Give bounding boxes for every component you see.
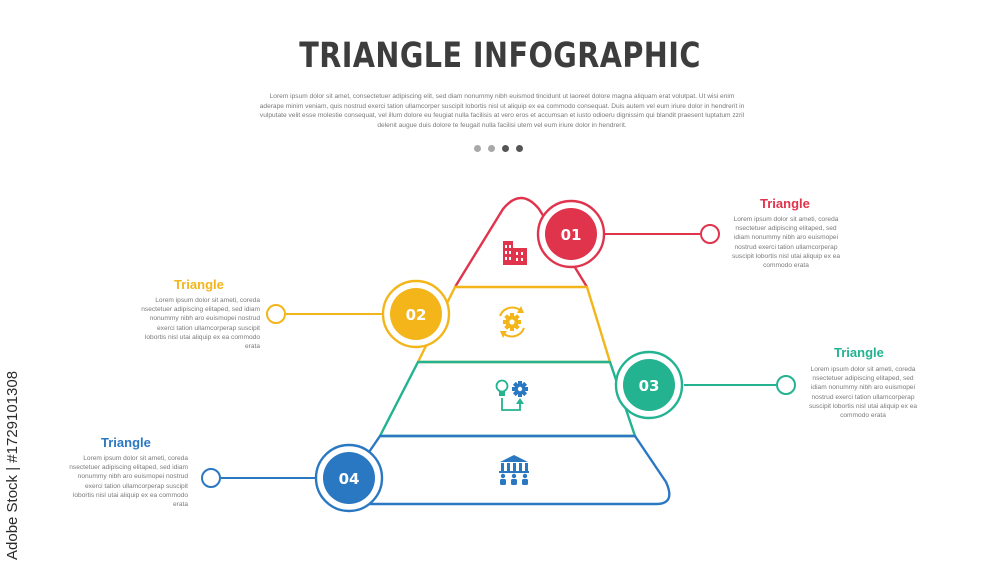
step-badge-4[interactable]: 04 [314,443,384,513]
connector-end-3 [776,375,796,395]
triangle-level-4 [341,434,671,506]
connector-end-4 [201,468,221,488]
step-number-2: 02 [406,306,427,324]
pagination-dot-3[interactable] [502,145,509,152]
connector-end-1 [700,224,720,244]
step-number-1: 01 [561,226,582,244]
institution-people-icon [499,455,529,485]
step-heading-4: Triangle [101,435,151,450]
step-number-4: 04 [339,470,360,488]
step-heading-3: Triangle [834,345,884,360]
pagination-dot-4[interactable] [516,145,523,152]
step-heading-1: Triangle [760,196,810,211]
step-text-1: Lorem ipsum dolor sit ameti, coreda nsec… [731,216,841,270]
idea-gear-icon [495,379,528,411]
pagination-dot-1[interactable] [474,145,481,152]
step-badge-3[interactable]: 03 [614,350,684,420]
step-badge-2[interactable]: 02 [381,279,451,349]
pagination-dot-2[interactable] [488,145,495,152]
triangle-level-3 [378,360,637,438]
step-text-3: Lorem ipsum dolor sit ameti, coreda nsec… [808,366,918,420]
triangle-level-1 [453,196,589,288]
pagination-dots [474,145,523,152]
step-heading-2: Triangle [174,277,224,292]
step-text-4: Lorem ipsum dolor sit ameti, coreda nsec… [69,455,188,509]
step-badge-1[interactable]: 01 [536,199,606,269]
intro-paragraph: Lorem ipsum dolor sit amet, consectetuer… [259,93,745,129]
connector-end-2 [266,304,286,324]
building-icon [503,241,527,265]
step-text-2: Lorem ipsum dolor sit ameti, coreda nsec… [141,297,260,351]
watermark-text: Adobe Stock | #1729101308 [4,370,21,560]
step-number-3: 03 [639,377,660,395]
page-title: TRIANGLE INFOGRAPHIC [299,36,701,76]
gear-cycle-icon [499,306,525,338]
